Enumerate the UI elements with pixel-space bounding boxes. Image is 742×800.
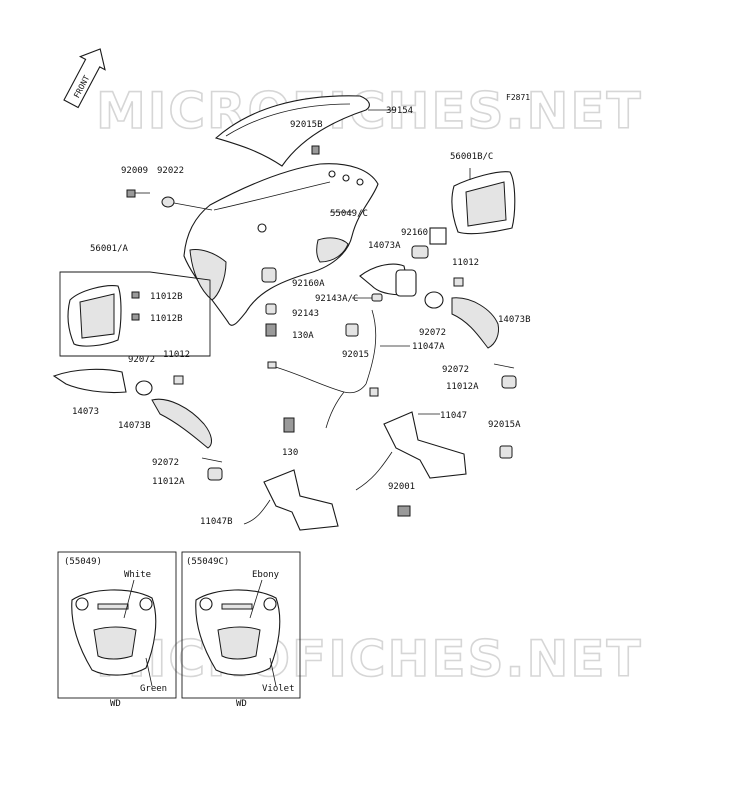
callout-14073: 14073 xyxy=(72,407,99,417)
clip-11012-left xyxy=(173,375,184,385)
harness-11047a xyxy=(267,309,379,429)
grommet-92160 xyxy=(411,245,429,259)
callout-56001bc: 56001B/C xyxy=(450,152,493,162)
upper-cowl xyxy=(183,163,379,326)
variant-55049c-code: (55049C) xyxy=(186,557,229,567)
clamp-92072-left xyxy=(135,380,153,396)
callout-130a: 130A xyxy=(292,331,314,341)
mirror-right xyxy=(429,171,516,245)
callout-14073a: 14073A xyxy=(368,241,401,251)
bolt-92001 xyxy=(397,505,411,517)
hose-14073b-right xyxy=(451,297,499,349)
watermark-bottom: MICROFICHES.NET xyxy=(96,630,643,688)
callout-11012b-1: 11012B xyxy=(150,292,183,302)
callout-14073b-right: 14073B xyxy=(498,315,531,325)
collar-92143 xyxy=(265,303,277,315)
screw-92015b xyxy=(311,145,320,155)
callout-92072-right2: 92072 xyxy=(442,365,469,375)
callout-92160a: 92160A xyxy=(292,279,325,289)
callout-92015b: 92015B xyxy=(290,120,323,130)
callout-92015: 92015 xyxy=(342,350,369,360)
callout-92015a: 92015A xyxy=(488,420,521,430)
duct-14073 xyxy=(52,368,127,394)
grommet-11012a-right xyxy=(501,375,517,389)
bolt-130 xyxy=(283,417,295,433)
callout-11012b-2: 11012B xyxy=(150,314,183,324)
callout-39154: 39154 xyxy=(386,106,413,116)
nut-92015 xyxy=(345,323,359,337)
collar-92143a-c xyxy=(371,293,383,302)
grommet-11012a-left xyxy=(207,467,223,481)
hose-14073b-left xyxy=(151,398,212,449)
callout-92072-left2: 92072 xyxy=(152,458,179,468)
clip-92072-right2 xyxy=(493,363,515,369)
callout-56001a: 56001/A xyxy=(90,244,129,254)
callout-11012a-right: 11012A xyxy=(446,382,479,392)
callout-92143: 92143 xyxy=(292,309,319,319)
variant-55049c-lower-color: Violet xyxy=(262,684,295,694)
windshield xyxy=(214,95,370,167)
washer-92022 xyxy=(161,196,175,208)
callout-11012a-left: 11012A xyxy=(152,477,185,487)
callout-11012-left: 11012 xyxy=(163,350,190,360)
watermark-top: MICROFICHES.NET xyxy=(96,82,643,140)
variant-box-55049: (55049) White Green xyxy=(57,551,177,699)
mirror-left xyxy=(67,285,140,347)
callout-130: 130 xyxy=(282,448,298,458)
variant-55049-region: WD xyxy=(110,699,121,709)
variant-55049c-upper-color: Ebony xyxy=(252,570,280,580)
clip-11012-top xyxy=(453,277,464,287)
clamp-92072-right xyxy=(424,291,444,309)
callout-11047a: 11047A xyxy=(412,342,445,352)
callout-11047: 11047 xyxy=(440,411,467,421)
mirror-left-box xyxy=(59,271,211,357)
callout-11047b: 11047B xyxy=(200,517,233,527)
variant-55049c-region: WD xyxy=(236,699,247,709)
callout-14073b-left: 14073B xyxy=(118,421,151,431)
callout-92001: 92001 xyxy=(388,482,415,492)
callout-92143a-c: 92143A/C xyxy=(315,294,358,304)
variant-55049-upper-color: White xyxy=(124,570,151,580)
callout-11012-top: 11012 xyxy=(452,258,479,268)
nut-92015a xyxy=(499,445,513,459)
stay-11047b xyxy=(243,469,339,531)
callout-92072-left: 92072 xyxy=(128,355,155,365)
figure-code: F2871 xyxy=(506,93,530,102)
callout-55049c: 55049/C xyxy=(330,209,368,219)
bolt-130a xyxy=(265,323,277,337)
callout-92160: 92160 xyxy=(401,228,428,238)
variant-box-55049c: (55049C) Ebony Violet xyxy=(181,551,301,699)
callout-92022: 92022 xyxy=(157,166,184,176)
clip-92072-left2 xyxy=(201,457,223,463)
callout-92009: 92009 xyxy=(121,166,148,176)
stay-11047 xyxy=(355,411,467,491)
callout-92072-right: 92072 xyxy=(419,328,446,338)
grommet-92160a xyxy=(261,267,277,283)
variant-55049-lower-color: Green xyxy=(140,684,167,694)
duct-14073a xyxy=(359,263,417,297)
bolt-92009 xyxy=(126,189,150,198)
variant-55049-code: (55049) xyxy=(64,557,102,567)
